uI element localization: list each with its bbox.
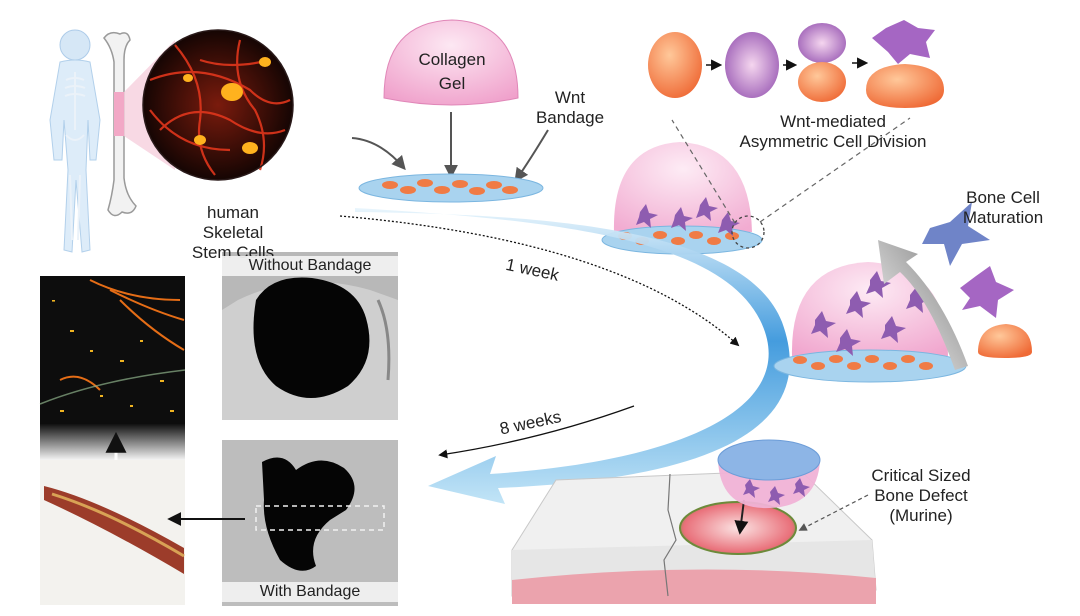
collagen-gel-dome — [383, 19, 519, 106]
maturation-arrow — [878, 240, 968, 370]
mature-bone-cells — [922, 202, 1032, 358]
histology-fluorescence — [39, 276, 186, 424]
wnt-bandage-label: Wnt Bandage — [535, 88, 605, 127]
one-week-arrow — [339, 215, 740, 347]
stem-cells-label: human Skeletal Stem Cells — [191, 203, 275, 262]
bone-defect-label: Critical Sized Bone Defect (Murine) — [871, 466, 971, 525]
histology-stained-section — [40, 460, 185, 605]
bone-maturation-label: Bone Cell Maturation — [962, 188, 1044, 227]
femur-bone-icon — [103, 31, 137, 217]
defect-pointer — [798, 494, 869, 531]
stem-cell-micrograph — [142, 29, 294, 181]
wnt-bandage-disc — [358, 173, 544, 203]
wnt-in-arrow — [514, 129, 549, 183]
asymmetric-division-label: Wnt-mediated Asymmetric Cell Division — [739, 112, 927, 151]
eight-weeks-arrow — [438, 405, 635, 459]
bone-defect-model — [511, 469, 877, 604]
cell-division-sequence — [648, 20, 944, 108]
zoom-funnel — [40, 424, 185, 460]
gel-dome-stage2 — [773, 262, 967, 383]
cells-in-arrow — [351, 137, 406, 171]
ct-scan-without-bandage — [222, 252, 398, 420]
ct-scan-with-bandage — [222, 440, 398, 606]
with-bandage-label: With Bandage — [222, 582, 398, 602]
without-bandage-label: Without Bandage — [222, 256, 398, 276]
collagen-gel-label: Collagen Gel — [418, 50, 486, 93]
human-body-icon — [49, 29, 101, 253]
implant-cup — [717, 439, 821, 509]
